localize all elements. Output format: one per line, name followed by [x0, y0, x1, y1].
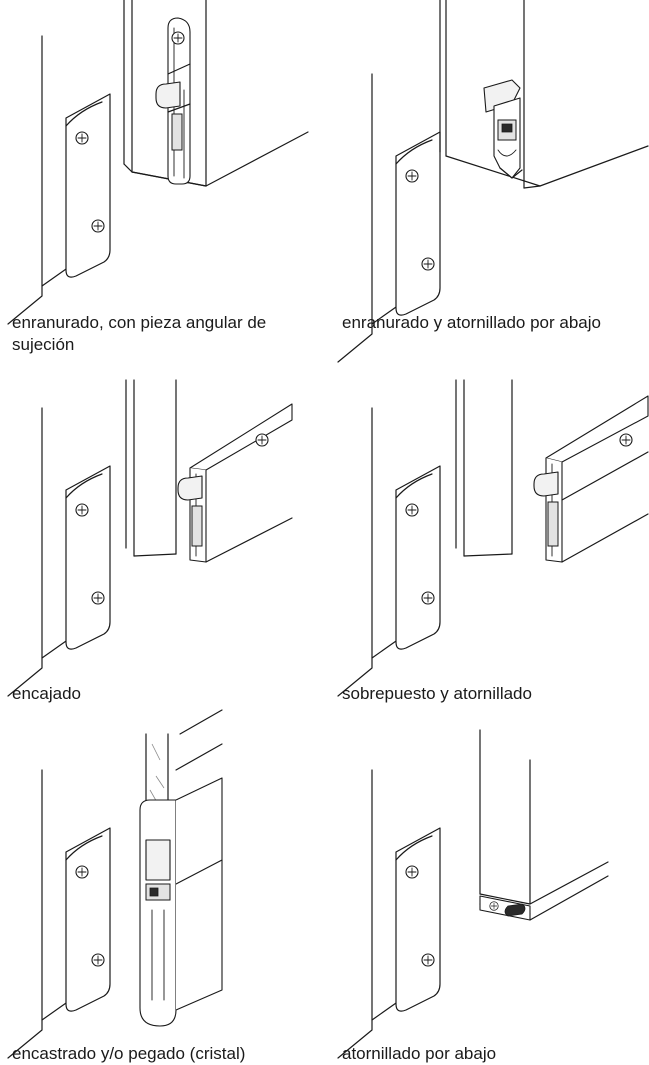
- caption-grooved-angle-bracket: enranurado, con pieza angular de sujeció…: [12, 313, 267, 354]
- seal-profile-2: [483, 79, 523, 179]
- door-jamb-strike-plate: [7, 407, 111, 697]
- caption-screwed-below: atornillado por abajo: [342, 1044, 497, 1063]
- caption-inset-glued-glass: encastrado y/o pegado (cristal): [12, 1044, 246, 1063]
- panel-grooved-angle-bracket: [7, 0, 309, 325]
- caption-fitted: encajado: [12, 684, 82, 703]
- seal-profile-4: [533, 395, 649, 563]
- panel-inset-glued-glass: [7, 709, 223, 1059]
- door-jamb-strike-plate: [337, 407, 441, 697]
- seal-profile-6: [479, 875, 609, 921]
- door-jamb-strike-plate: [7, 769, 111, 1059]
- caption-surface-mounted-screwed: sobrepuesto y atornillado: [342, 684, 532, 703]
- caption-grooved-screwed-below: enranurado y atornillado por abajo: [342, 313, 601, 332]
- panel-screwed-below: [337, 729, 609, 1059]
- door-leaf-2: [439, 0, 649, 189]
- panel-surface-mounted-screwed: [337, 379, 649, 697]
- seal-profile-1: [155, 17, 191, 185]
- door-jamb-strike-plate: [7, 35, 111, 325]
- door-leaf-4: [455, 379, 513, 557]
- seal-profile-3: [177, 403, 293, 563]
- seal-profile-5: [139, 777, 223, 1027]
- door-leaf-1: [123, 0, 309, 187]
- panel-grooved-screwed-below: [337, 0, 649, 363]
- door-leaf-3: [125, 379, 177, 557]
- door-jamb-strike-plate: [337, 769, 441, 1059]
- panel-fitted: [7, 379, 293, 697]
